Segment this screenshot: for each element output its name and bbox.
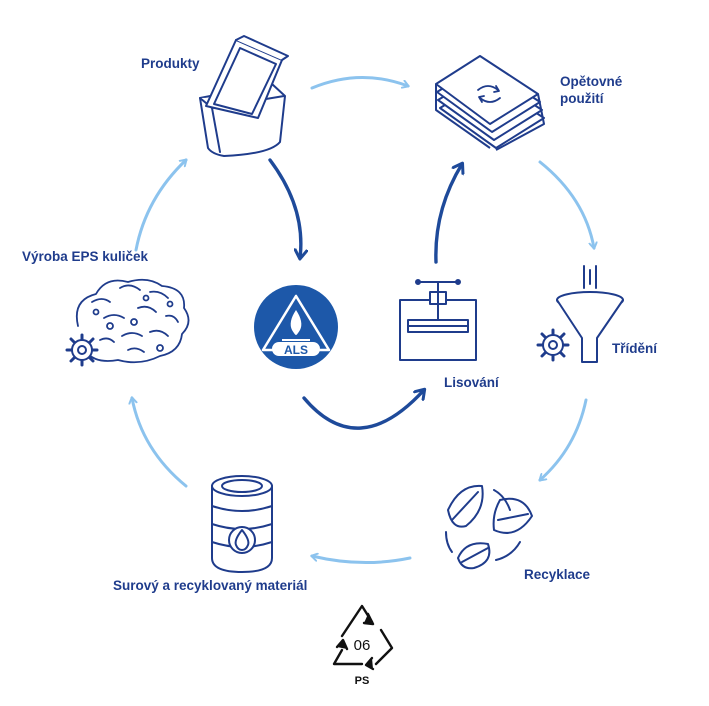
label-reuse: Opětovné použití [560, 73, 622, 107]
label-reuse-line2: použití [560, 91, 604, 106]
refresh-icon [477, 85, 501, 103]
label-eps-production: Výroba EPS kuliček [22, 249, 149, 264]
outer-cycle-arrows [132, 75, 594, 564]
press-icon [399, 279, 477, 361]
ps-recycling-symbol: 06 PS [332, 604, 394, 687]
arrow-sorting-to-recycling [540, 398, 588, 482]
label-recycling: Recyklace [524, 567, 591, 582]
flame-icon [290, 310, 302, 335]
gear-icon [65, 333, 99, 367]
recycling-code: 06 [354, 637, 371, 654]
label-products: Produkty [141, 56, 200, 71]
leaves-cycle-icon [445, 484, 533, 570]
arrow-center-to-pressing [302, 390, 424, 430]
label-sorting: Třídění [612, 341, 658, 356]
arrow-eps-to-products [134, 158, 186, 252]
inner-arrows [268, 158, 462, 430]
arrow-pressing-to-reuse [434, 164, 462, 264]
gear-icon [536, 328, 570, 362]
als-logo: ALS [254, 285, 338, 369]
recycling-material: PS [355, 675, 370, 687]
arrow-recycling-to-raw [312, 556, 412, 564]
eps-beads-icon [65, 278, 190, 367]
logo-text: ALS [284, 343, 308, 357]
drop-icon [234, 529, 250, 551]
funnel-gear-icon [536, 265, 624, 363]
arrow-raw-to-eps [132, 398, 188, 488]
label-pressing: Lisování [444, 375, 499, 390]
stacked-trays-icon [435, 55, 545, 151]
label-raw-material: Surový a recyklovaný materiál [113, 578, 308, 593]
box-icon [199, 35, 289, 157]
arrow-products-to-reuse [310, 75, 408, 90]
arrow-reuse-to-sorting [538, 160, 594, 248]
arrow-products-to-center [268, 158, 301, 258]
label-reuse-line1: Opětovné [560, 74, 623, 89]
barrel-icon [211, 475, 273, 573]
